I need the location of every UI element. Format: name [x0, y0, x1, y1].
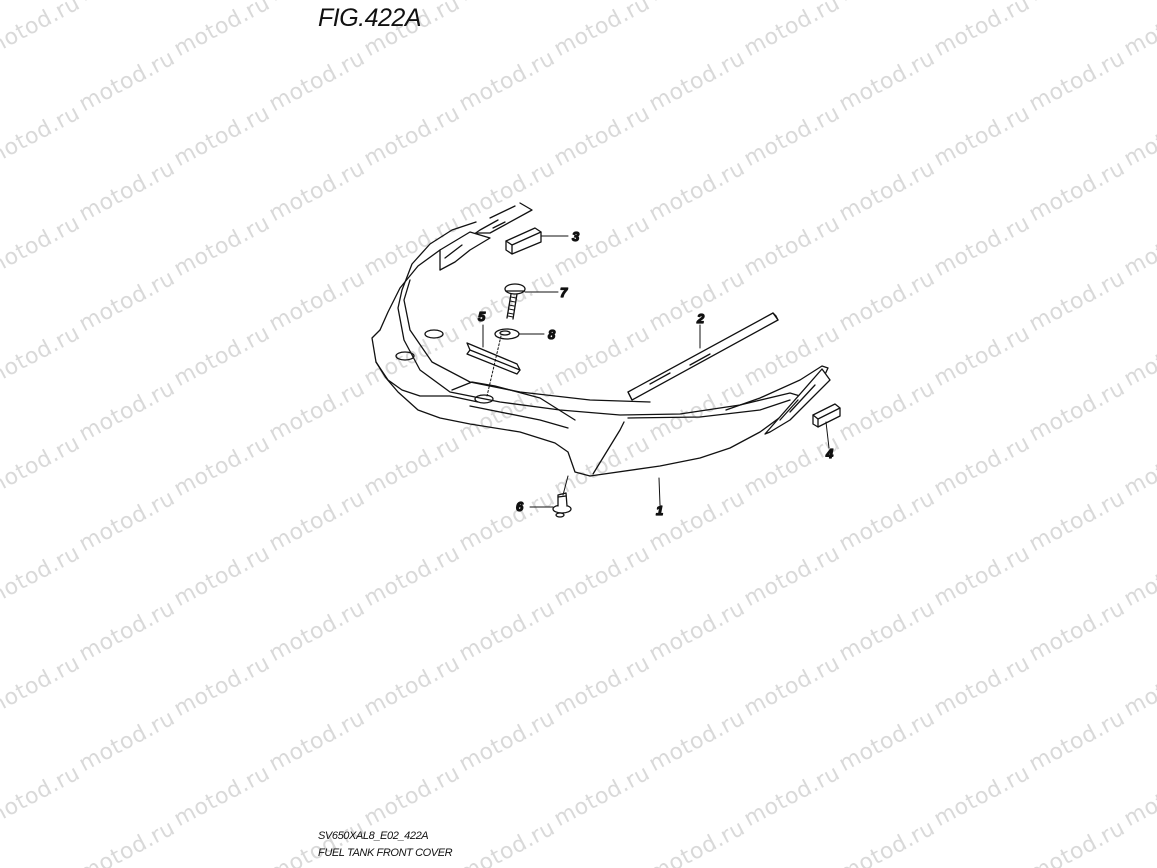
part-6-clip[interactable]: [552, 492, 572, 518]
leader-lines: [482, 235, 830, 508]
callout-2: 2: [696, 311, 705, 326]
part-7-screw[interactable]: [504, 283, 526, 320]
callout-8: 8: [548, 327, 556, 342]
model-code: SV650XAL8_E02_422A: [318, 830, 429, 842]
part-3-cushion-block[interactable]: [505, 227, 542, 255]
part-2-cushion-strip[interactable]: [627, 312, 779, 401]
callout-6: 6: [516, 499, 524, 514]
part-5-cushion-bar[interactable]: [466, 342, 521, 375]
callout-labels: 1 2 3 4 5 6 7 8: [477, 228, 834, 518]
part-8-washer[interactable]: [494, 328, 520, 340]
part-4-cushion-block[interactable]: [812, 403, 841, 428]
callout-3: 3: [572, 229, 580, 244]
callout-7: 7: [560, 285, 568, 300]
figure-caption: FUEL TANK FRONT COVER: [318, 847, 453, 859]
part-1-front-cover[interactable]: [371, 202, 831, 477]
callout-1: 1: [656, 503, 663, 518]
callout-4: 4: [825, 446, 834, 461]
figure-title: FIG.422A: [318, 4, 422, 32]
callout-5: 5: [478, 309, 486, 324]
